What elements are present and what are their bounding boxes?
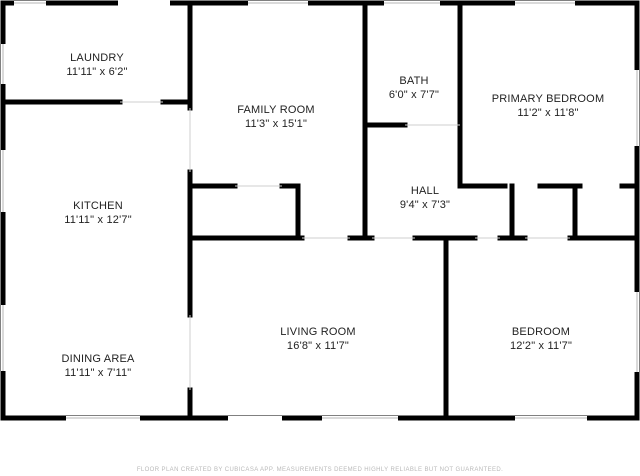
room-dimensions: 11'11" x 6'2" xyxy=(66,66,128,78)
window-bottom-living-b xyxy=(322,416,398,421)
room-dimensions: 16'8" x 11'7" xyxy=(286,340,350,352)
room-dimensions: 11'11" x 7'11" xyxy=(64,367,132,379)
room-name: BEDROOM xyxy=(511,326,571,338)
window-top-bath xyxy=(384,1,440,6)
room-name: LAUNDRY xyxy=(70,52,124,64)
room-dimensions: 11'3" x 15'1" xyxy=(244,118,308,130)
room-dimensions: 6'0" x 7'7" xyxy=(388,89,440,101)
room-dimensions: 12'2" x 11'7" xyxy=(509,340,573,352)
room-dimensions: 11'11" x 12'7" xyxy=(64,214,132,226)
window-left-dining xyxy=(1,305,6,371)
room-name: BATH xyxy=(399,75,429,87)
room-family-room: FAMILY ROOM 11'3" x 15'1" xyxy=(237,103,315,131)
window-bottom-dining xyxy=(66,416,140,421)
room-dimensions: 11'2" x 11'8" xyxy=(517,107,579,119)
room-bedroom: BEDROOM 12'2" x 11'7" xyxy=(510,325,572,353)
room-name: LIVING ROOM xyxy=(280,326,356,338)
window-top-family xyxy=(248,1,308,6)
room-name: DINING AREA xyxy=(61,353,135,365)
windows xyxy=(1,0,639,421)
window-bottom-bedroom xyxy=(515,416,587,421)
footer-disclaimer: FLOOR PLAN CREATED BY CUBICASA APP. MEAS… xyxy=(136,467,504,473)
window-left-kitchen xyxy=(1,150,6,212)
doorways xyxy=(120,101,570,390)
room-hall: HALL 9'4" x 7'3" xyxy=(400,184,450,212)
window-right-bedroom xyxy=(634,292,639,372)
room-living-room: LIVING ROOM 16'8" x 11'7" xyxy=(280,325,356,353)
room-laundry: LAUNDRY 11'11" x 6'2" xyxy=(66,51,127,79)
window-top-laundry-b xyxy=(118,0,170,7)
window-left-laundry xyxy=(1,44,6,84)
room-name: PRIMARY BEDROOM xyxy=(491,93,605,105)
room-dining-area: DINING AREA 11'11" x 7'11" xyxy=(61,352,134,380)
room-kitchen: KITCHEN 11'11" x 12'7" xyxy=(64,199,132,227)
room-name: HALL xyxy=(410,185,440,197)
window-top-laundry xyxy=(14,1,46,6)
room-primary-bedroom: PRIMARY BEDROOM 11'2" x 11'8" xyxy=(492,92,605,120)
room-name: KITCHEN xyxy=(73,200,123,212)
room-dimensions: 9'4" x 7'3" xyxy=(399,199,451,211)
window-bottom-living-a xyxy=(228,416,282,421)
room-bath: BATH 6'0" x 7'7" xyxy=(389,74,439,102)
window-top-primary xyxy=(515,1,575,6)
window-right-primary xyxy=(634,70,639,146)
room-name: FAMILY ROOM xyxy=(237,104,315,116)
